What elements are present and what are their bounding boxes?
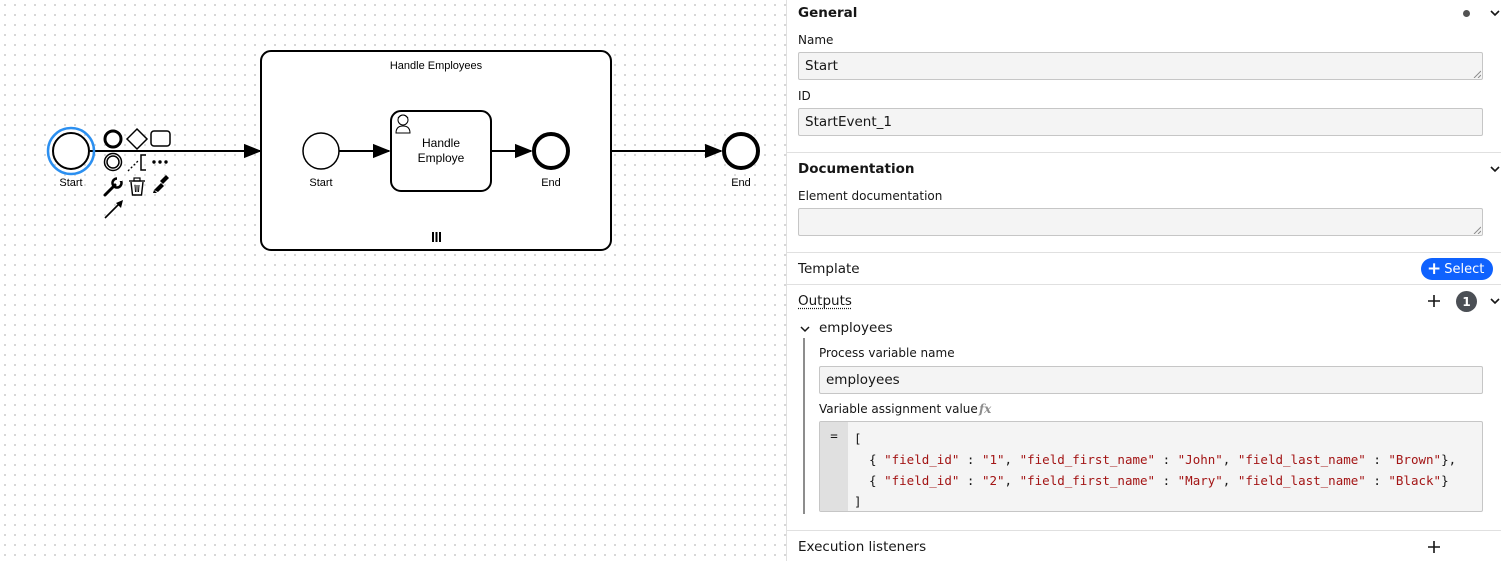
context-pad	[103, 127, 171, 219]
code-string: "Brown"	[1388, 452, 1442, 467]
group-documentation-header[interactable]: Documentation	[798, 158, 1501, 180]
group-general-title: General	[798, 5, 858, 21]
code-line-row1: { "field_id" : "1", "field_first_name" :…	[854, 452, 1457, 467]
template-select-label: Select	[1444, 261, 1485, 277]
inner-start-label: Start	[309, 177, 332, 189]
task-icon[interactable]	[150, 130, 171, 147]
chevron-down-icon[interactable]	[799, 323, 811, 335]
group-template-title: Template	[798, 261, 860, 277]
end-event-icon[interactable]	[103, 129, 123, 149]
inner-start-event[interactable]: Start	[302, 132, 340, 189]
template-select-button[interactable]: + Select	[1421, 258, 1493, 280]
more-icon[interactable]	[152, 160, 168, 164]
process-variable-name-value: employees	[826, 372, 900, 388]
chevron-down-icon[interactable]	[1488, 6, 1501, 20]
gateway-icon[interactable]	[125, 127, 149, 151]
group-outputs-title: Outputs	[798, 293, 852, 309]
group-execution-listeners-header[interactable]: Execution listeners	[798, 536, 1501, 558]
task-label-line2: Employe	[418, 151, 465, 165]
code-line-open: [	[854, 431, 862, 446]
end-event[interactable]: End	[722, 132, 760, 189]
code-string: "Black"	[1388, 473, 1442, 488]
code-string: "Mary"	[1177, 473, 1223, 488]
subprocess-title: Handle Employees	[390, 60, 483, 72]
name-field[interactable]: Start	[798, 52, 1483, 80]
code-string: "field_id"	[884, 452, 960, 467]
code-line-close: ]	[854, 494, 862, 509]
divider	[787, 152, 1501, 153]
outputs-count-badge: 1	[1456, 291, 1477, 312]
resize-handle-icon[interactable]	[1473, 70, 1481, 78]
text-annotation-icon[interactable]	[127, 154, 146, 172]
feel-expression-editor[interactable]: = [ { "field_id" : "1", "field_first_nam…	[819, 421, 1483, 512]
bpmn-canvas[interactable]: Handle Employees Start	[0, 0, 786, 561]
connect-arrow-icon[interactable]	[104, 200, 123, 219]
feel-gutter: =	[820, 422, 848, 511]
id-field-value: StartEvent_1	[805, 114, 892, 130]
parallel-multi-instance-icon	[432, 232, 441, 242]
code-string: "field_first_name"	[1019, 452, 1156, 467]
trash-icon[interactable]	[129, 177, 145, 196]
variable-assignment-value-label: Variable assignment value	[819, 402, 978, 416]
inner-end-label: End	[541, 177, 561, 189]
code-string: "field_last_name"	[1237, 452, 1366, 467]
plus-icon: +	[1427, 258, 1442, 279]
user-icon	[395, 114, 411, 134]
code-string: "1"	[981, 452, 1005, 467]
start-event-label: Start	[59, 177, 82, 189]
inner-end-event[interactable]: End	[532, 132, 570, 189]
data-marker-dot-icon	[1463, 10, 1470, 17]
code-string: "2"	[981, 473, 1005, 488]
group-general-header[interactable]: General	[798, 2, 1501, 24]
paintbrush-icon[interactable]	[153, 175, 169, 193]
code-string: "field_id"	[884, 473, 960, 488]
group-template-header: Template	[798, 258, 1501, 280]
divider	[787, 284, 1501, 285]
chevron-down-icon[interactable]	[1488, 294, 1501, 308]
output-item-border	[803, 338, 805, 514]
task-label-line1: Handle	[422, 136, 460, 150]
intermediate-event-icon[interactable]	[103, 152, 123, 172]
fx-icon[interactable]: fx	[979, 402, 992, 416]
bpmn-diagram: Handle Employees Start	[46, 50, 760, 251]
group-outputs-header[interactable]: Outputs	[798, 290, 1501, 312]
element-documentation-field[interactable]	[798, 208, 1483, 236]
id-label: ID	[798, 89, 811, 103]
group-execution-listeners-title: Execution listeners	[798, 539, 927, 555]
code-string: "field_first_name"	[1019, 473, 1156, 488]
end-event-label: End	[731, 177, 751, 189]
add-output-plus-icon[interactable]	[1427, 294, 1441, 308]
group-documentation-title: Documentation	[798, 161, 915, 177]
chevron-down-icon[interactable]	[1488, 162, 1501, 176]
add-execution-listener-plus-icon[interactable]	[1427, 540, 1441, 554]
start-event-selected[interactable]: Start	[46, 126, 96, 189]
process-variable-name-field[interactable]: employees	[819, 366, 1483, 394]
feel-code: [ { "field_id" : "1", "field_first_name"…	[854, 428, 1482, 511]
code-string: "field_last_name"	[1237, 473, 1366, 488]
divider	[787, 530, 1501, 531]
id-field[interactable]: StartEvent_1	[798, 108, 1483, 136]
user-task-handle-employe[interactable]: Handle Employe	[390, 110, 492, 192]
element-documentation-label: Element documentation	[798, 189, 943, 203]
name-field-value: Start	[805, 58, 838, 74]
name-label: Name	[798, 33, 834, 47]
properties-panel: General Name Start ID StartEvent_1 Docum…	[786, 0, 1501, 561]
output-item-title[interactable]: employees	[819, 320, 893, 336]
code-string: "John"	[1177, 452, 1223, 467]
process-variable-name-label: Process variable name	[819, 346, 955, 360]
code-line-row2: { "field_id" : "2", "field_first_name" :…	[854, 473, 1449, 488]
divider	[787, 252, 1501, 253]
wrench-icon[interactable]	[103, 176, 123, 197]
resize-handle-icon[interactable]	[1473, 226, 1481, 234]
